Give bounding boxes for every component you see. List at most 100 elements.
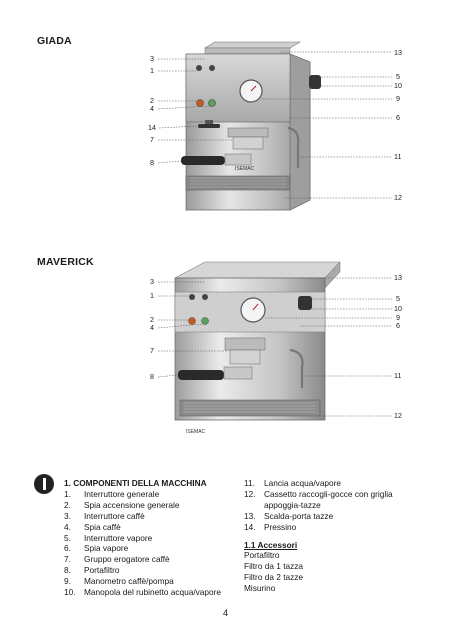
giada-steam-knob (309, 75, 321, 89)
callout-label: 4 (150, 104, 154, 113)
list-item-text: Pressino (264, 521, 297, 532)
maverick-brand-label: ISEMAC (186, 429, 206, 435)
callout-label: 6 (396, 321, 400, 330)
callout-label: 7 (150, 346, 154, 355)
giada-cup-warmer (203, 41, 302, 55)
maverick-cup-warmer (174, 261, 341, 289)
callout-label: 11 (394, 152, 401, 161)
list-item: 6. Spia vapore (64, 543, 234, 554)
list-item: 8. Portafiltro (64, 565, 234, 576)
maverick-drip-tray: ISEMAC (179, 399, 321, 435)
list-item-text: Spia caffè (84, 521, 121, 532)
list-item-number: 2. (64, 499, 71, 510)
components-list-left: 1. COMPONENTI DELLA MACCHINA 1. Interrutt… (64, 478, 234, 598)
list-item: 3.Interruttore caffè (64, 511, 234, 522)
list-item: 14. Pressino (244, 522, 419, 533)
callout-label: 12 (394, 411, 402, 420)
list-item-text: Manometro caffè/pompa (84, 576, 174, 587)
callout-label: 12 (394, 193, 402, 202)
callout-label: 11 (394, 371, 401, 380)
maverick-callouts-right: 13 5 10 9 6 11 12 (265, 273, 402, 420)
accessory-item: Misurino (244, 583, 276, 594)
list-item: 10. Manopola del rubinetto acqua/vapore (64, 587, 234, 598)
list-item-number: 10. (64, 587, 76, 598)
list-item: 5. Interruttore vapore (64, 533, 234, 544)
maverick-callouts-left: 3 1 2 4 7 8 (150, 277, 228, 381)
giada-portafilter (181, 153, 252, 166)
list-item-number: 13. (244, 510, 256, 521)
list-item-number: 5. (64, 532, 71, 543)
giada-machine-illustration: ISEMAC 3 1 2 4 14 7 8 13 5 10 9 6 11 12 (148, 41, 402, 211)
callout-label: 13 (394, 48, 402, 57)
accessories-title: 1.1 Accessori (244, 539, 298, 550)
maverick-switches (188, 294, 209, 325)
callout-label: 13 (394, 273, 402, 282)
list-item-number: 9. (64, 576, 71, 587)
list-item-number: 12. (244, 488, 256, 499)
giada-brand-label: ISEMAC (235, 166, 255, 172)
giada-gauge (239, 79, 263, 103)
list-item: 4. Spia caffè (64, 522, 234, 533)
callout-label: 3 (150, 54, 154, 63)
giada-drip-tray: ISEMAC (185, 166, 291, 191)
list-item-text: Portafiltro (84, 565, 120, 576)
list-item: 7. Gruppo erogatore caffè (64, 554, 234, 565)
callout-label: 5 (396, 72, 400, 81)
accessory-item: Filtro da 2 tazze (244, 572, 304, 583)
list-item-number: 6. (64, 543, 71, 554)
callout-label: 10 (394, 81, 402, 90)
list-item-text: Gruppo erogatore caffè (84, 554, 170, 565)
model-title-maverick: MAVERICK (37, 256, 94, 268)
page-number: 4 (222, 608, 228, 618)
list-item-number: 7. (64, 554, 71, 565)
maverick-group-head (224, 337, 266, 365)
model-title-giada: GIADA (37, 35, 72, 47)
maverick-steam-knob (298, 296, 312, 310)
list-item-number: 14. (244, 521, 256, 532)
callout-label: 2 (150, 96, 154, 105)
giada-group-head (227, 127, 269, 150)
list-item: 13. Scalda-porta tazze (244, 511, 419, 522)
maverick-portafilter (178, 366, 253, 380)
list-item-text: Lancia acqua/vapore (264, 478, 342, 488)
callout-label: 14 (148, 123, 156, 132)
list-item: 9. Manometro caffè/pompa (64, 576, 234, 587)
list-item-number: 4. (64, 521, 71, 532)
callout-label: 1 (150, 291, 154, 300)
maverick-gauge (240, 297, 266, 323)
callout-label: 4 (150, 323, 154, 332)
list-item-text: Manopola del rubinetto acqua/vapore (84, 587, 221, 598)
list-item: 1. Interruttore generale (64, 489, 234, 500)
components-title: 1. COMPONENTI DELLA MACCHINA (64, 478, 207, 488)
components-list-right: 11. Lancia acqua/vapore 12. Cassetto raccog… (244, 478, 419, 594)
callout-label: 7 (150, 135, 154, 144)
list-item-text: Interruttore caffè (84, 510, 145, 521)
list-item-text: Interruttore vapore (84, 532, 153, 543)
callout-label: 8 (150, 372, 154, 381)
accessory-item: Portafiltro (244, 550, 280, 561)
list-item-continuation: appoggia-tazze (264, 499, 321, 510)
callout-label: 8 (150, 158, 154, 167)
maverick-steam-wand (289, 348, 304, 388)
giada-tamper (198, 120, 220, 128)
giada-callouts-left: 3 1 2 4 14 7 8 (148, 54, 232, 167)
callout-label: 5 (396, 294, 400, 303)
list-item-text: Scalda-porta tazze (264, 510, 334, 521)
list-item-number: 8. (64, 565, 71, 576)
accessory-item: Filtro da 1 tazza (244, 561, 304, 572)
giada-callouts-right: 13 5 10 9 6 11 12 (262, 48, 402, 202)
list-item: 12. Cassetto raccogli-gocce con griglia (244, 489, 419, 500)
callout-label: 10 (394, 304, 402, 313)
list-item-number: 1. (64, 488, 71, 499)
callout-label: 6 (396, 113, 400, 122)
giada-steam-wand (287, 126, 300, 168)
list-item-text: Spia vapore (84, 543, 129, 554)
list-item-text: Interruttore generale (84, 488, 160, 499)
callout-label: 3 (150, 277, 154, 286)
list-item: 11. Lancia acqua/vapore (244, 478, 419, 489)
list-item-text: Cassetto raccogli-gocce con griglia (264, 488, 393, 499)
callout-label: 9 (396, 94, 400, 103)
info-icon (34, 474, 54, 494)
list-item-text: Spia accensione generale (84, 499, 180, 510)
list-item-number: 11. (244, 478, 255, 488)
